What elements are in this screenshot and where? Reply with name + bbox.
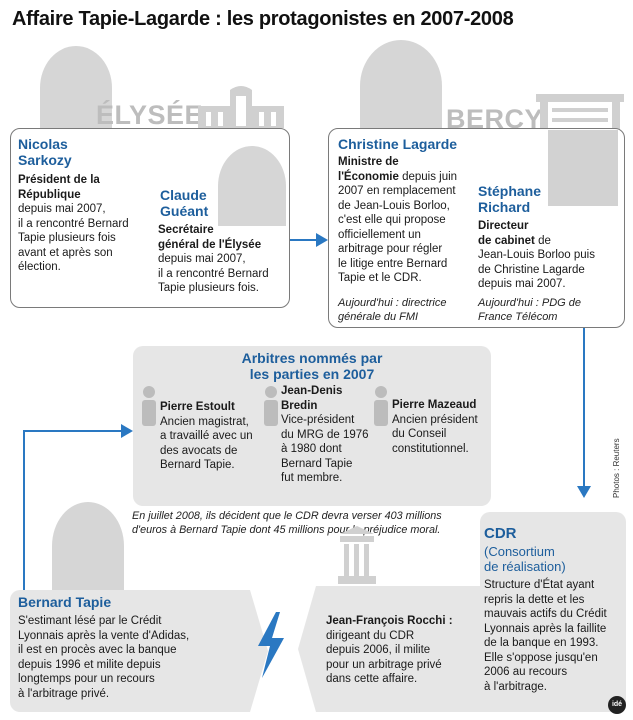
mazeaud-text: Pierre Mazeaud Ancien président du Conse… — [392, 399, 478, 455]
estoult-person-icon — [142, 386, 156, 426]
arbitres-panel — [133, 346, 491, 506]
lagarde-name: Christine Lagarde — [338, 136, 458, 152]
elysee-building-icon — [198, 86, 284, 128]
cdr-panel — [320, 586, 480, 712]
elysee-label: ÉLYSÉE — [96, 100, 204, 130]
tapie-photo — [52, 502, 124, 590]
arrow-head-down-icon — [577, 486, 591, 498]
cdr-description: Structure d'État ayant repris la dette e… — [484, 579, 607, 693]
arrow-tapie-to-arbitres — [23, 430, 25, 590]
richard-photo — [548, 130, 618, 206]
rocchi-text: Jean-François Rocchi : dirigeant du CDR … — [326, 615, 453, 685]
arrow-head-right-icon — [316, 233, 328, 247]
decision-text: En juillet 2008, ils décident que le CDR… — [132, 510, 442, 536]
mazeaud-person-icon — [374, 386, 388, 426]
sarkozy-photo — [40, 46, 112, 130]
photo-credit: Photos : Reuters — [612, 438, 621, 498]
tapie-description: S'estimant lésé par le Crédit Lyonnais a… — [18, 615, 190, 700]
arrow-head-right-icon-2 — [121, 424, 133, 438]
tapie-name: Bernard Tapie — [18, 594, 112, 610]
arrow-elysee-to-bercy — [290, 239, 318, 241]
cdr-panel-top — [480, 512, 626, 712]
arrow-tapie-to-arbitres-h — [23, 430, 123, 432]
tapie-panel-arrow-shape — [240, 590, 268, 712]
agency-logo: idé — [608, 696, 626, 714]
page-title: Affaire Tapie-Lagarde : les protagoniste… — [12, 8, 514, 30]
cdr-panel-arrow-shape — [298, 586, 322, 712]
estoult-text: Pierre Estoult Ancien magistrat, a trava… — [160, 401, 253, 471]
lightning-icon — [258, 612, 284, 678]
cdr-name: CDR — [484, 525, 517, 542]
lagarde-photo — [360, 40, 442, 132]
tapie-panel — [10, 590, 242, 712]
arrow-bercy-to-cdr — [583, 328, 585, 488]
bredin-person-icon — [264, 386, 278, 426]
cdr-building-icon — [338, 526, 376, 584]
gueant-photo — [218, 146, 286, 226]
bercy-building-icon — [536, 94, 624, 130]
